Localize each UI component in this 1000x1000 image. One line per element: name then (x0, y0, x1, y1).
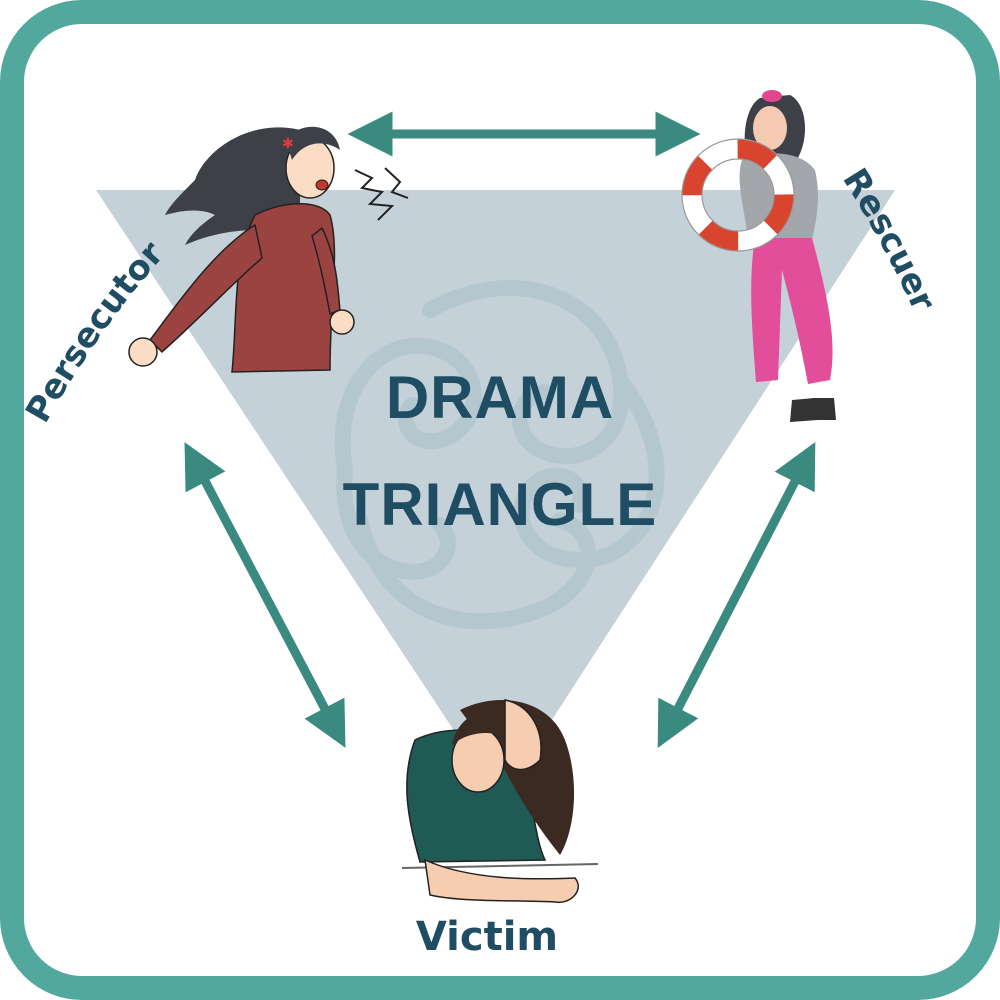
rescuer-illustration (681, 90, 836, 422)
persecutor-illustration: ✱ (128, 126, 409, 373)
victim-label: Victim (416, 914, 558, 960)
title-line-1: DRAMA (386, 364, 614, 431)
svg-text:✱: ✱ (282, 136, 294, 152)
arrow-persecutor-victim (184, 442, 346, 748)
title-line-2: TRIANGLE (343, 471, 658, 538)
victim-illustration (401, 699, 599, 904)
arrow-rescuer-victim (657, 441, 816, 749)
triskelion-swirl-icon (334, 279, 665, 630)
